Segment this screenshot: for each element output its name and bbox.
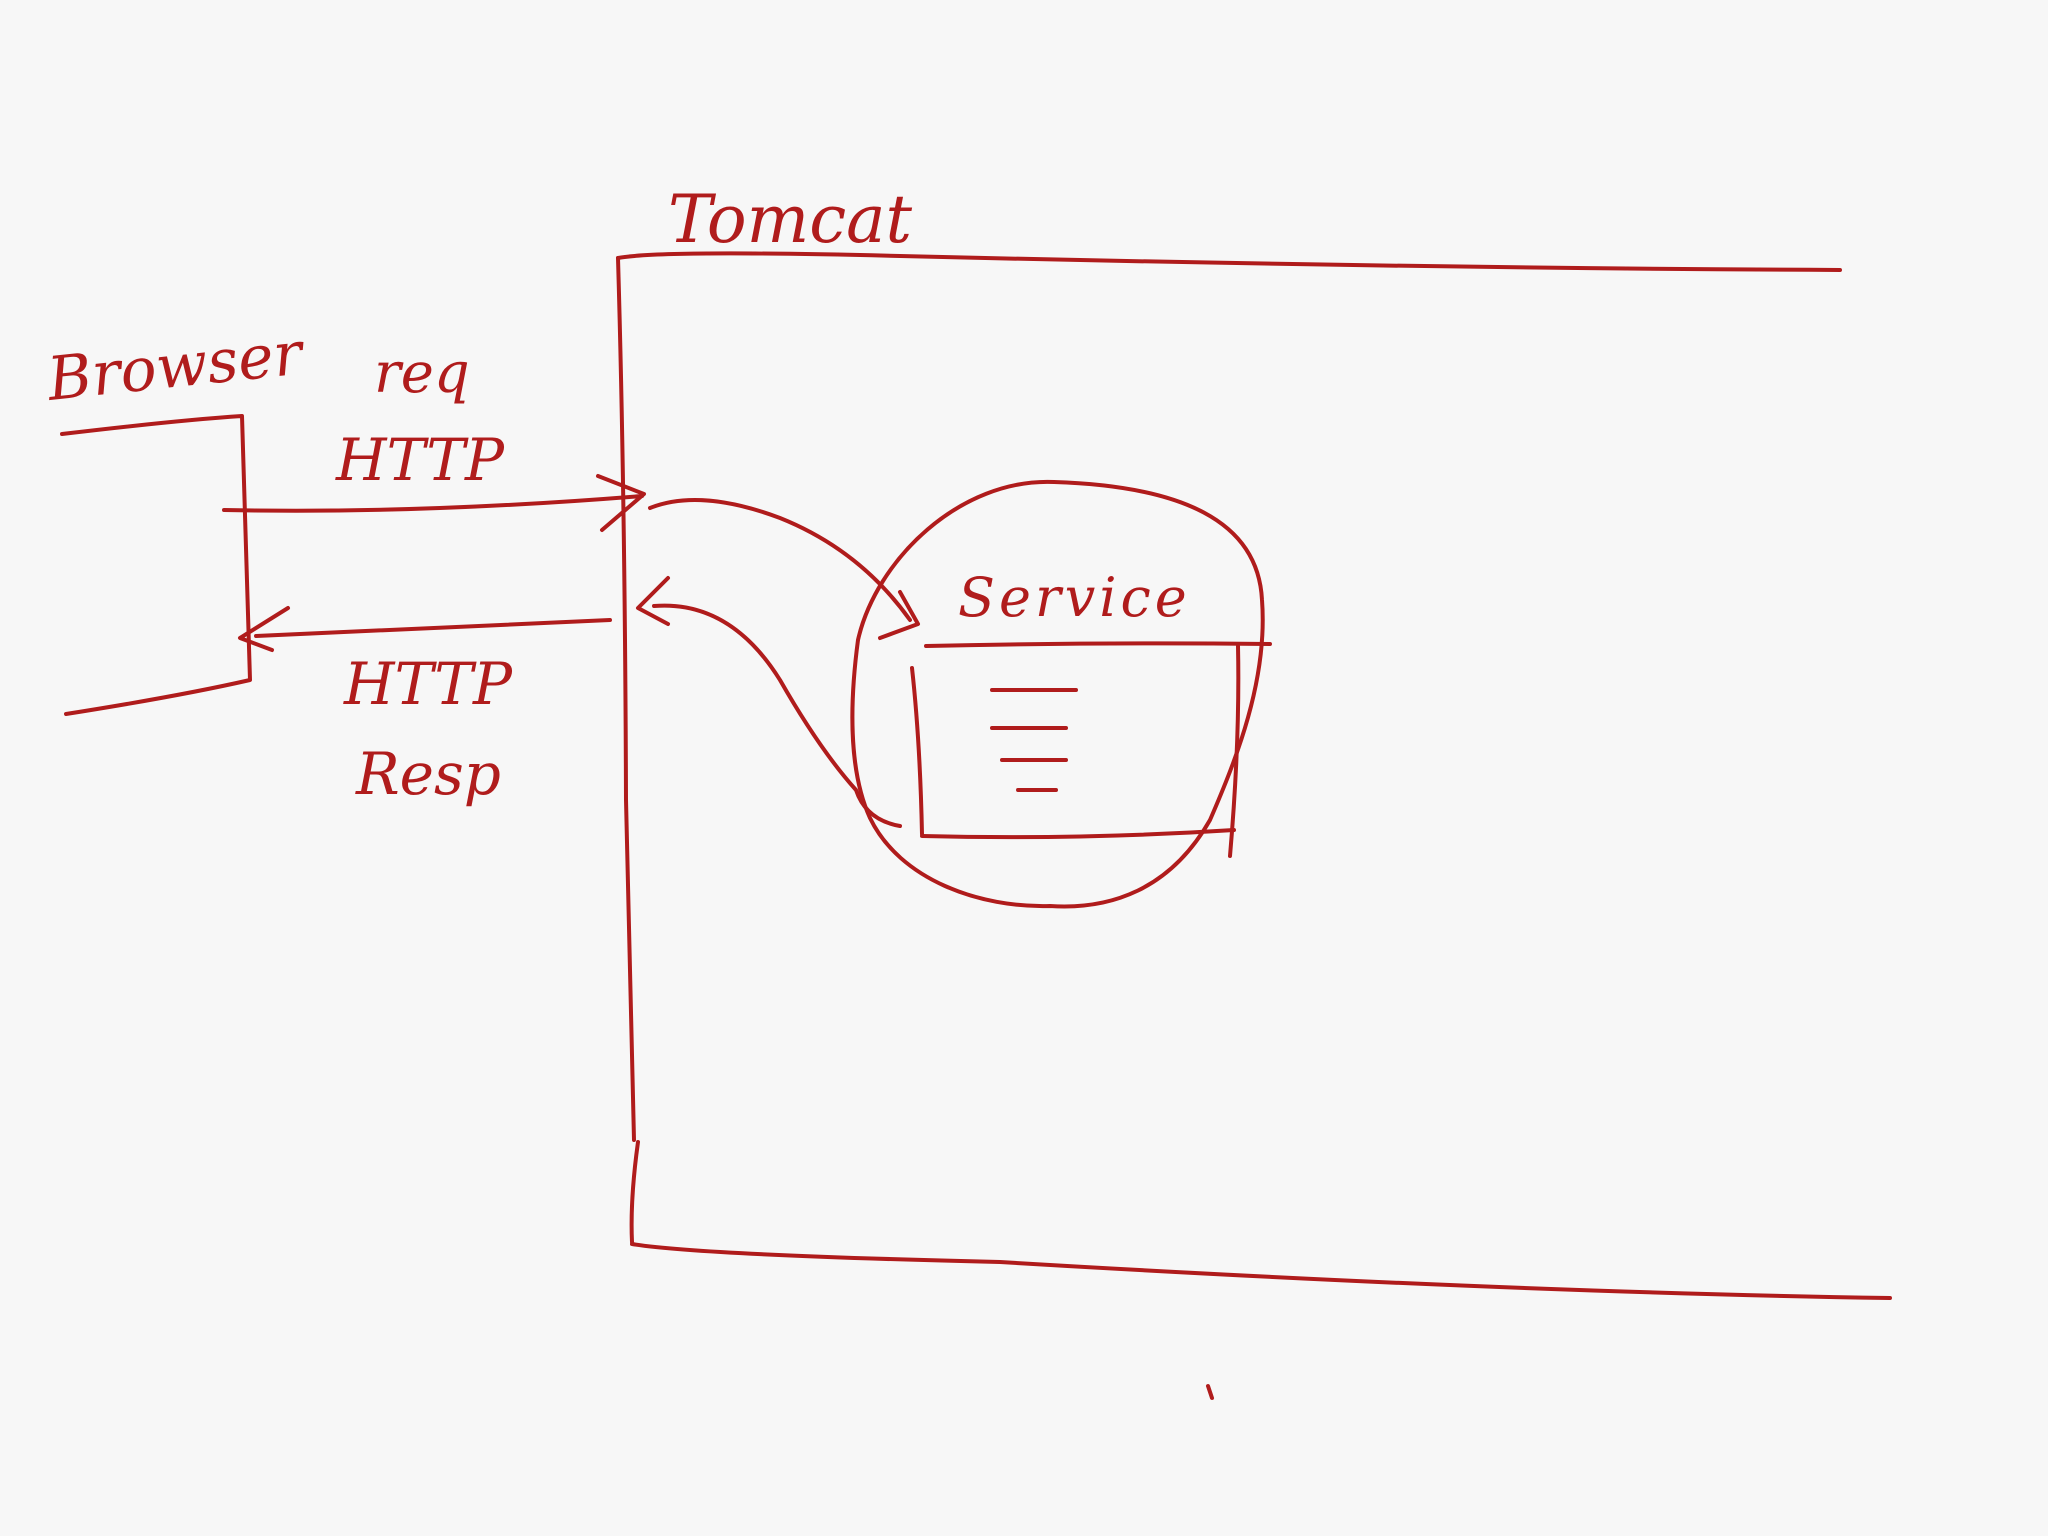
response-label-line-1: HTTP	[343, 650, 513, 718]
ink-layer	[60, 251, 1892, 1400]
tomcat-container-top-edge	[616, 251, 1842, 272]
tomcat-label: Tomcat	[668, 181, 913, 258]
service-circle	[850, 479, 1265, 909]
request-label-line-2: HTTP	[335, 426, 505, 494]
dispatch-curve-arrow-head	[878, 590, 920, 640]
service-window-top-edge	[924, 641, 1272, 648]
return-curve-arrow-head	[636, 576, 670, 626]
service-label: Service	[958, 566, 1191, 629]
browser-box	[60, 414, 252, 716]
tomcat-container-left-edge-lower	[629, 1140, 640, 1244]
service-window-right-edge	[1228, 644, 1241, 858]
dispatch-curve-to-service	[648, 498, 912, 622]
response-arrow-head	[238, 606, 290, 652]
request-arrow-head	[596, 474, 646, 532]
tomcat-container-bottom-edge	[630, 1242, 1892, 1300]
request-arrow-shaft	[222, 494, 644, 513]
service-window-left-edge	[910, 666, 924, 836]
tomcat-container-left-edge	[616, 256, 636, 1142]
response-label-line-2: Resp	[355, 740, 501, 808]
return-curve-from-service	[652, 603, 902, 828]
request-label-line-1: req	[374, 341, 470, 406]
response-arrow-shaft	[254, 618, 612, 638]
stray-pen-mark	[1206, 1384, 1214, 1400]
service-window-bottom-edge	[920, 828, 1236, 840]
